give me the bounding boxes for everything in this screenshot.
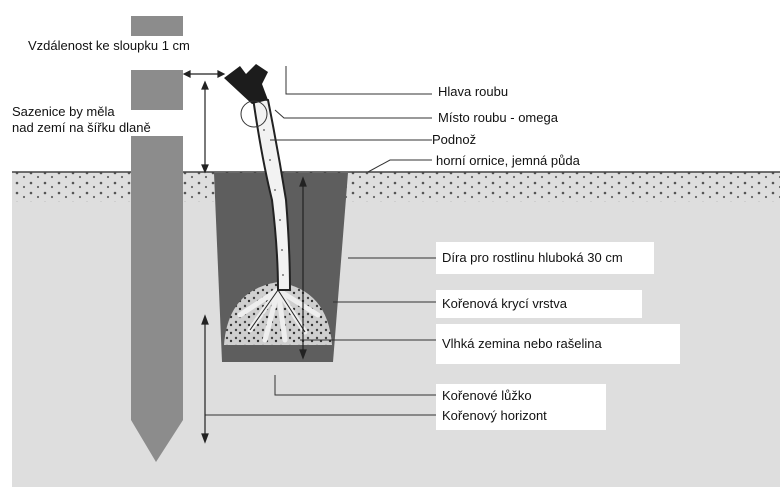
root-labels-box: Kořenové lůžko Kořenový horizont [436,384,606,430]
topsoil-label: horní ornice, jemná půda [436,153,580,168]
seedling-stem [251,96,292,291]
stem-texture [263,129,284,276]
graft-head [224,64,268,104]
root-horizon-label: Kořenový horizont [442,408,547,423]
leader-lines [205,66,436,416]
stake-top [131,16,183,36]
topsoil-layer [12,172,780,202]
roots-outline [249,289,306,333]
moist-soil-label: Vlhká zemina nebo rašelina [436,324,680,364]
stake-upper [131,70,183,110]
graft-head-label: Hlava roubu [438,84,509,99]
hole-label: Díra pro rostlinu hluboká 30 cm [436,242,654,274]
root-bed-label: Kořenové lůžko [442,388,532,403]
dimension-arrows [182,70,307,444]
rootstock-label: Podnož [432,132,477,147]
root-cover-label: Kořenová krycí vrstva [436,290,642,318]
height-label-line1: Sazenice by měla [12,104,115,119]
graft-point-circle [240,100,268,128]
stake [131,136,183,462]
distance-label: Vzdálenost ke sloupku 1 cm [28,38,190,53]
height-label-line2: nad zemí na šířku dlaně [12,120,151,135]
graft-point-label: Místo roubu - omega [438,110,558,125]
